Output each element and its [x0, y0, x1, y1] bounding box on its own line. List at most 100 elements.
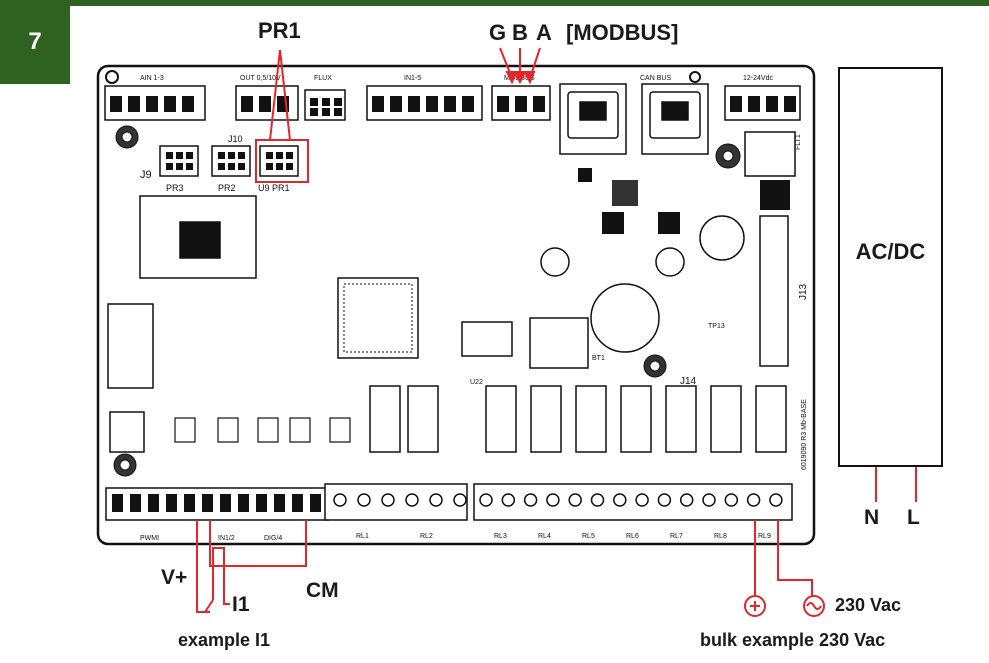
acdc-label: AC/DC	[855, 239, 926, 264]
label-tp13: TP13	[708, 323, 725, 330]
screw-terminal	[501, 493, 516, 507]
screw-terminal	[453, 493, 467, 507]
label-flt1: FLT1	[795, 134, 802, 150]
connector-pins	[110, 96, 796, 116]
power-mosfet	[760, 180, 790, 210]
bulk-example-label: bulk example 230 Vac	[700, 630, 886, 650]
terminal-pin	[184, 494, 195, 512]
bottom-screw-terminals	[333, 493, 783, 507]
terminal-pin	[292, 494, 303, 512]
group-rl2: RL2	[420, 533, 433, 540]
input-wiring	[196, 520, 307, 613]
screw-terminal	[724, 493, 739, 507]
neutral-label: N	[864, 506, 880, 529]
relay-wiring	[754, 520, 813, 596]
label-pr2: PR2	[218, 183, 236, 193]
terminal-pin	[202, 494, 213, 512]
modbus-arrows	[499, 47, 541, 85]
label-bt1: BT1	[592, 355, 605, 362]
screw-terminal	[523, 493, 538, 507]
pr1-label: PR1	[258, 18, 301, 43]
bottom-pins-left	[112, 494, 321, 512]
top-accent-bar	[0, 0, 989, 6]
header-in15: IN1-5	[404, 75, 421, 82]
jumper-blocks	[159, 145, 299, 177]
group-rl8: RL8	[714, 533, 727, 540]
group-rl7: RL7	[670, 533, 683, 540]
label-u22: U22	[470, 379, 483, 386]
label-j14: J14	[680, 376, 697, 387]
terminal-pin	[238, 494, 249, 512]
screw-terminal	[635, 493, 649, 507]
label-j13: J13	[798, 283, 809, 300]
screw-terminal	[333, 493, 347, 507]
terminal-pin	[220, 494, 231, 512]
example-i1-label: example I1	[178, 630, 271, 650]
terminal-pin	[256, 494, 267, 512]
bottom-group-labels: PWMI IN1/2 DIG/4 RL1 RL2 RL3 RL4 RL5 RL6…	[140, 533, 771, 542]
fuse-flt1	[744, 131, 796, 177]
group-in12: IN1/2	[218, 535, 235, 542]
part-labels: J9 PR3 J10 PR2 U9 PR1 J13 J14 FLT1 BT1 U…	[140, 134, 809, 387]
group-rl6: RL6	[626, 533, 639, 540]
side-cutout-left	[107, 303, 154, 389]
mounting-holes	[105, 70, 741, 477]
screw-terminal	[657, 493, 672, 507]
pr1-callout-arrows	[269, 49, 291, 141]
transformer	[529, 317, 589, 369]
screw-terminal	[590, 493, 605, 507]
bottom-connectors	[105, 483, 793, 521]
ac-source-icon	[803, 595, 825, 617]
rf-module	[139, 195, 257, 279]
header-out: OUT 0,5/10V	[240, 75, 281, 82]
cm-label: CM	[306, 579, 339, 602]
label-u9pr1: U9 PR1	[258, 183, 290, 193]
screw-terminal	[405, 493, 419, 507]
header-ain: AIN 1-3	[140, 75, 164, 82]
group-rl1: RL1	[356, 533, 369, 540]
terminal-pin	[310, 494, 321, 512]
screw-terminal	[769, 493, 783, 507]
pr1-highlight-box	[255, 139, 309, 183]
screw-terminal	[479, 493, 493, 507]
screw-terminal	[546, 493, 560, 507]
acdc-power-supply: AC/DC	[838, 67, 943, 467]
plus-icon	[744, 595, 766, 617]
rj45-ports	[567, 91, 701, 139]
board-code: 6019090 R3 Mb-BASE	[801, 399, 808, 470]
modbus-b-label: B	[512, 20, 528, 45]
vplus-label: V+	[161, 566, 188, 589]
modbus-bracket-label: [MODBUS]	[566, 20, 679, 45]
group-rl4: RL4	[538, 533, 551, 540]
terminal-pin	[112, 494, 123, 512]
i1-label: I1	[232, 593, 250, 616]
terminal-pin	[166, 494, 177, 512]
label-pr3: PR3	[166, 183, 184, 193]
optocouplers	[174, 417, 351, 443]
group-rl3: RL3	[494, 533, 507, 540]
relays	[369, 385, 787, 453]
screw-terminal	[613, 493, 627, 507]
line-label: L	[907, 506, 920, 529]
main-processor	[337, 277, 419, 359]
modbus-g-label: G	[489, 20, 507, 45]
terminal-pin	[130, 494, 141, 512]
header-flux: FLUX	[314, 75, 332, 82]
group-rl9: RL9	[758, 533, 771, 540]
acdc-leads	[875, 467, 917, 502]
header-canbus: CAN BUS	[640, 75, 671, 82]
vac-230-label: 230 Vac	[835, 595, 902, 615]
jumper-pins	[166, 152, 293, 170]
screw-terminal	[357, 493, 371, 507]
group-rl5: RL5	[582, 533, 595, 540]
header-power: 12-24Vdc	[743, 75, 773, 82]
screw-terminal	[568, 493, 582, 507]
connector-j13	[759, 215, 789, 367]
label-j10: J10	[228, 134, 243, 144]
side-connector-left	[109, 411, 145, 453]
inductors	[578, 168, 680, 234]
screw-terminal	[429, 493, 443, 507]
terminal-pin	[148, 494, 159, 512]
step-number-badge: 7	[0, 0, 70, 84]
